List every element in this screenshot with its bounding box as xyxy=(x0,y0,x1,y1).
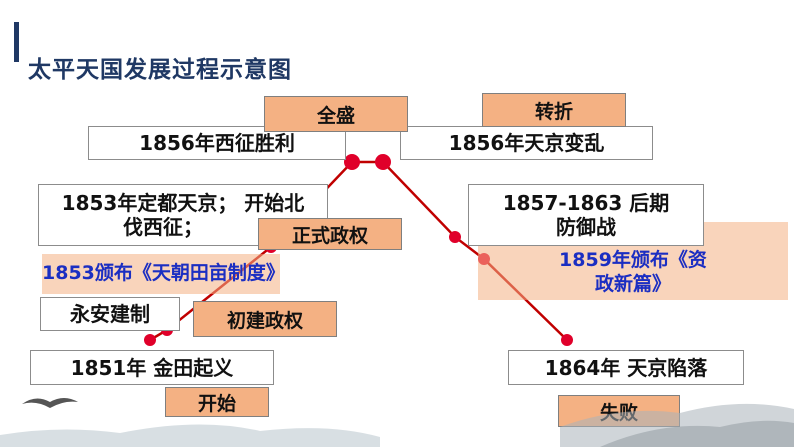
event-capital: 1853年定都天京； 开始北 伐西征； xyxy=(38,184,328,246)
stage-turning-text: 转折 xyxy=(534,100,573,123)
stage-formal: 正式政权 xyxy=(258,218,402,250)
event-capital-line1: 1853年定都天京； 开始北 xyxy=(61,191,305,215)
stage-turning: 转折 xyxy=(482,93,626,127)
node-jintian xyxy=(144,334,156,346)
policy-new-policy-line1: 1859年颁布《资 xyxy=(559,249,707,272)
policy-land-system-text: 1853颁布《天朝田亩制度》 xyxy=(42,262,285,285)
stage-peak-text: 全盛 xyxy=(316,104,355,127)
event-tianjing-incident: 1856年天京变乱 xyxy=(400,126,653,160)
stage-formal-text: 正式政权 xyxy=(291,224,368,247)
stage-initial-text: 初建政权 xyxy=(226,309,303,332)
event-fall: 1864年 天京陷落 xyxy=(508,350,744,385)
event-capital-line2: 伐西征； xyxy=(123,215,203,239)
stage-fail-text: 失败 xyxy=(599,401,638,424)
stage-start: 开始 xyxy=(165,387,269,417)
page-title: 太平天国发展过程示意图 xyxy=(28,57,292,83)
event-yongan-text: 永安建制 xyxy=(70,302,150,326)
stage-start-text: 开始 xyxy=(197,392,236,415)
policy-land-system: 1853颁布《天朝田亩制度》 xyxy=(42,254,285,294)
eagle-icon xyxy=(22,398,78,408)
event-tianjing-incident-text: 1856年天京变乱 xyxy=(448,131,605,155)
node-peak xyxy=(344,154,360,170)
event-jintian: 1851年 金田起义 xyxy=(30,350,274,385)
stage-peak: 全盛 xyxy=(264,96,408,132)
event-late-defense-line1: 1857-1863 后期 xyxy=(502,191,670,215)
event-jintian-text: 1851年 金田起义 xyxy=(70,355,234,380)
node-late-defense xyxy=(449,231,461,243)
stage-fail: 失败 xyxy=(558,395,680,427)
node-fall xyxy=(561,334,573,346)
policy-new-policy-line2: 政新篇》 xyxy=(594,273,671,295)
stage-initial: 初建政权 xyxy=(193,301,337,337)
event-yongan: 永安建制 xyxy=(40,297,180,331)
event-late-defense-line2: 防御战 xyxy=(556,215,616,239)
title-accent-bar xyxy=(14,22,19,62)
event-west-victory-text: 1856年西征胜利 xyxy=(139,131,295,155)
node-turning xyxy=(375,154,391,170)
event-fall-text: 1864年 天京陷落 xyxy=(544,355,708,380)
event-late-defense: 1857-1863 后期 防御战 xyxy=(468,184,704,246)
